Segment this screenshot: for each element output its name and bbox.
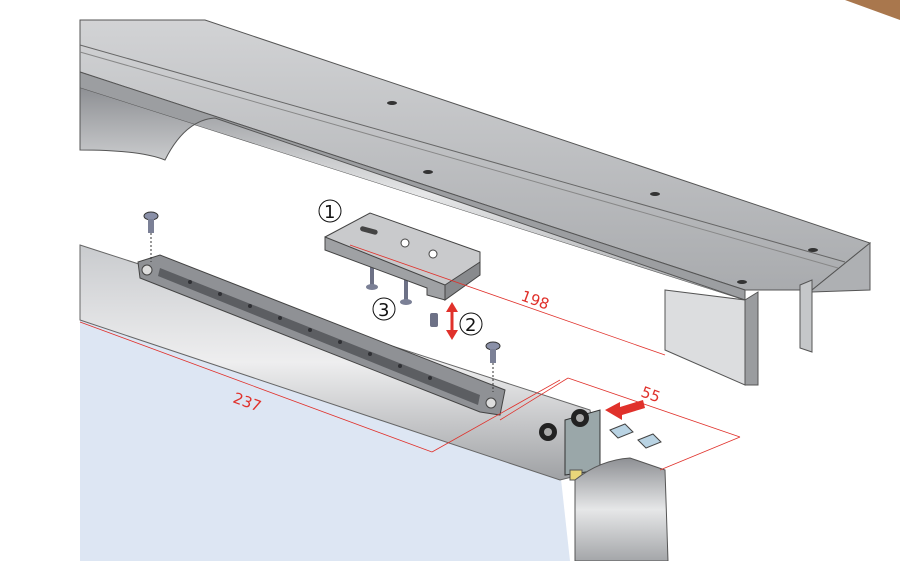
up-down-arrow-icon xyxy=(446,302,458,340)
svg-text:2: 2 xyxy=(465,315,476,336)
dimension-198: 198 xyxy=(519,287,552,314)
door-post xyxy=(574,457,669,561)
nut-plates xyxy=(609,423,662,449)
svg-text:3: 3 xyxy=(378,300,389,321)
dimension-lines xyxy=(79,244,741,471)
screw-icon xyxy=(143,211,501,392)
rail-screw-holes xyxy=(387,101,818,284)
dimension-55: 55 xyxy=(639,383,663,406)
corner-object xyxy=(845,0,900,20)
callout-2: 2 xyxy=(459,312,483,336)
roller-carriage xyxy=(539,409,601,481)
slide-arrow-icon xyxy=(605,400,645,420)
callout-3: 3 xyxy=(372,297,396,321)
soft-close-damper xyxy=(137,254,506,416)
svg-text:1: 1 xyxy=(324,202,335,223)
callout-1: 1 xyxy=(318,199,342,223)
top-track-rail xyxy=(79,19,872,386)
mounting-bracket xyxy=(324,212,481,301)
